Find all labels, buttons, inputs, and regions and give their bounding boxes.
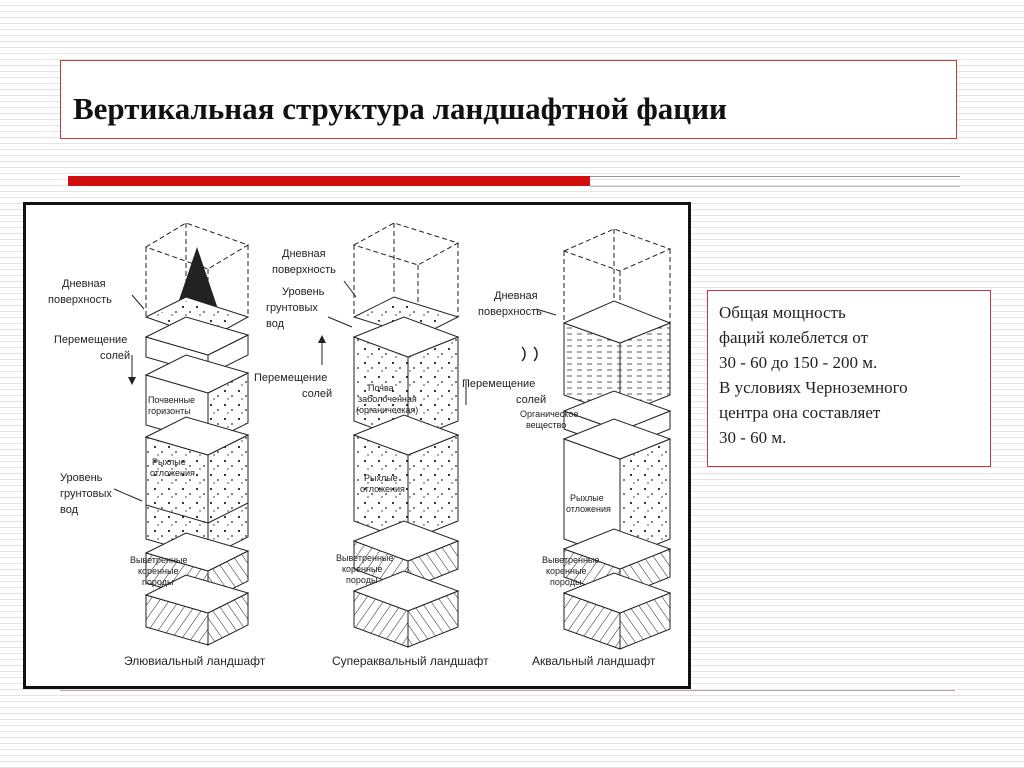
label-loose-3a: Рыхлые [570, 493, 604, 503]
label-day-surface-2a: Дневная [282, 248, 326, 260]
facies-structure-figure: Дневная поверхность Перемещение солей Почв… [23, 202, 691, 689]
label-soil-horizons-b: горизонты [148, 406, 191, 416]
label-soil-2a: Почва [368, 383, 394, 393]
label-day-surface-3a: Дневная [494, 290, 538, 302]
label-loose-2b: отложения [360, 484, 405, 494]
circulation-arrows-icon [521, 346, 538, 362]
caption-eluvial: Элювиальный ландшафт [124, 654, 266, 668]
label-loose-3b: отложения [566, 504, 611, 514]
info-box: Общая мощность фаций колеблется от 30 - … [707, 290, 991, 467]
divider-line [590, 176, 960, 177]
label-salt-move-3b: солей [516, 394, 546, 406]
label-groundwater-1a: Уровень [60, 472, 103, 484]
info-line-2: фаций колеблется от [719, 328, 869, 347]
column-aqual: Дневная поверхность Перемещение солей Орга… [462, 228, 672, 668]
info-line-5: центра она составляет [719, 403, 881, 422]
slide-title: Вертикальная структура ландшафтной фации [73, 91, 727, 126]
label-soil-2c: (органическая) [356, 405, 418, 415]
column-superaqual: Дневная поверхность Уровень грунтовых вод П… [254, 222, 489, 668]
label-salt-move-2b: солей [302, 388, 332, 400]
label-day-surface-1b: поверхность [48, 294, 112, 306]
label-organic-a: Органическое [520, 409, 578, 419]
label-loose-2a: Рыхлые [364, 473, 398, 483]
label-organic-b: вещество [526, 420, 566, 430]
label-salt-move-1b: солей [100, 350, 130, 362]
label-groundwater-1c: вод [60, 504, 79, 516]
info-line-6: 30 - 60 м. [719, 428, 787, 447]
title-box: Вертикальная структура ландшафтной фации [60, 60, 957, 139]
label-groundwater-2b: грунтовых [266, 302, 318, 314]
label-bedrock-1c: породы [142, 577, 173, 587]
label-bedrock-2b: коренные [342, 564, 382, 574]
label-bedrock-2a: Выветренные [336, 553, 393, 563]
info-line-4: В условиях Черноземного [719, 378, 908, 397]
accent-bar [68, 176, 590, 186]
info-line-1: Общая мощность [719, 303, 846, 322]
label-bedrock-3b: коренные [546, 566, 586, 576]
label-loose-1a: Рыхлые [152, 457, 186, 467]
caption-aqual: Аквальный ландшафт [532, 654, 656, 668]
label-bedrock-1a: Выветренные [130, 555, 187, 565]
info-line-3: 30 - 60 до 150 - 200 м. [719, 353, 878, 372]
bottom-divider [60, 690, 955, 691]
label-salt-move-3a: Перемещение [462, 378, 535, 390]
label-day-surface-2b: поверхность [272, 264, 336, 276]
label-groundwater-2c: вод [266, 318, 285, 330]
column-eluvial: Дневная поверхность Перемещение солей Почв… [48, 222, 266, 668]
label-day-surface-3b: поверхность [478, 306, 542, 318]
label-bedrock-3c: породы [550, 577, 581, 587]
label-bedrock-3a: Выветренные [542, 555, 599, 565]
label-soil-horizons-a: Почвенные [148, 395, 195, 405]
label-bedrock-2c: породы [346, 575, 377, 585]
label-bedrock-1b: коренные [138, 566, 178, 576]
label-soil-2b: заболоченная [358, 394, 417, 404]
label-groundwater-1b: грунтовых [60, 488, 112, 500]
label-salt-move-2a: Перемещение [254, 372, 327, 384]
label-salt-move-1a: Перемещение [54, 334, 127, 346]
label-day-surface-1a: Дневная [62, 278, 106, 290]
divider-line-lower [590, 186, 960, 187]
label-loose-1b: отложения [150, 468, 195, 478]
caption-superaqual: Супераквальный ландшафт [332, 654, 489, 668]
label-groundwater-2a: Уровень [282, 286, 325, 298]
